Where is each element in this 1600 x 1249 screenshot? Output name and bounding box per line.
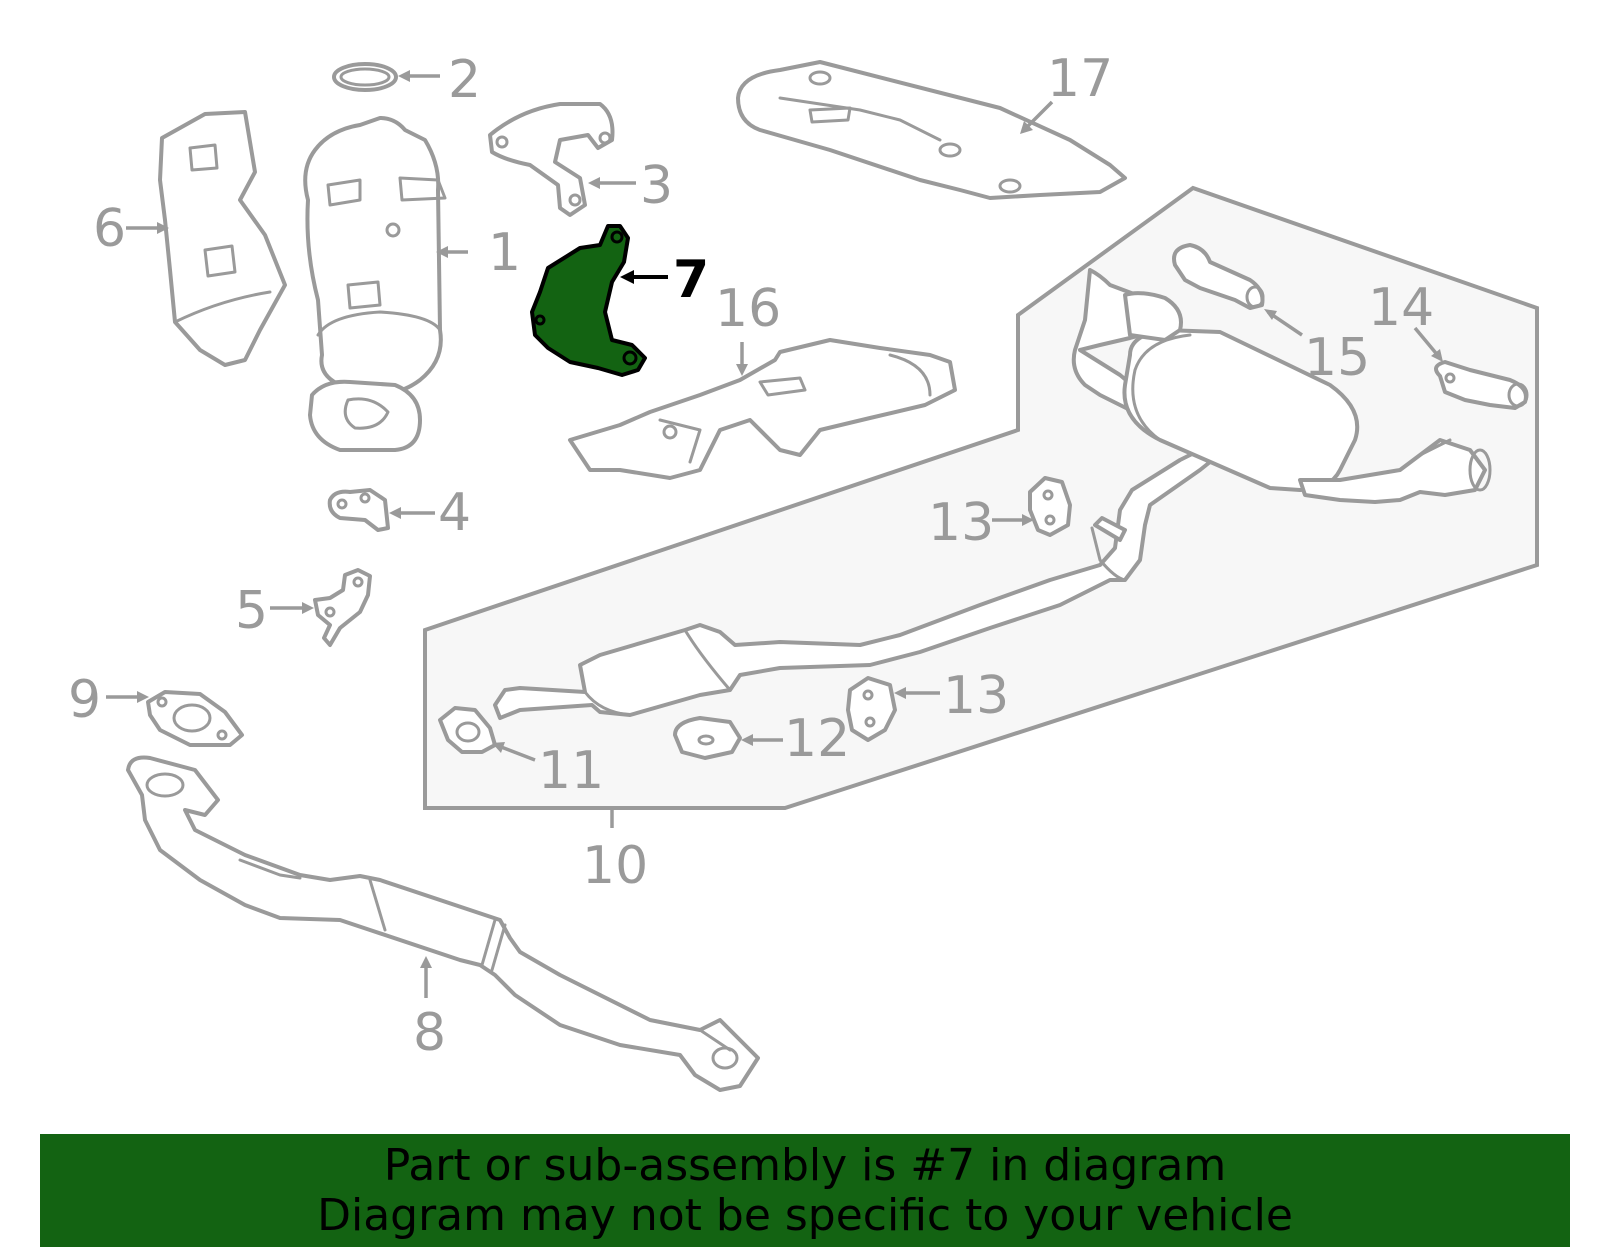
callout-7: 7 (673, 250, 709, 310)
leader-arrows (106, 70, 1443, 998)
callout-8: 8 (413, 1003, 446, 1063)
part-13-hanger-upper[interactable] (1028, 476, 1072, 537)
part-15-tailpipe-tip[interactable] (1172, 243, 1265, 310)
callout-12: 12 (784, 709, 850, 769)
part-13-hanger-lower[interactable] (846, 676, 897, 742)
part-4-bracket[interactable] (327, 488, 390, 532)
part-9-gasket[interactable] (146, 690, 244, 747)
callout-17: 17 (1047, 49, 1113, 109)
part-10-muffler[interactable] (1071, 268, 1492, 504)
part-7-bracket-highlighted[interactable] (530, 224, 647, 377)
part-17-underbody-shield[interactable] (736, 60, 1127, 200)
part-14-tailpipe-tip[interactable] (1434, 360, 1529, 410)
part-5-bracket[interactable] (313, 568, 372, 647)
info-banner: Part or sub-assembly is #7 in diagram Di… (40, 1134, 1570, 1247)
part-1-catalytic-converter[interactable] (303, 116, 447, 452)
callout-10: 10 (582, 836, 648, 896)
callout-13-upper: 13 (928, 493, 994, 553)
part-2-gasket-ring[interactable] (332, 62, 398, 92)
callout-11: 11 (538, 741, 604, 801)
banner-line-2: Diagram may not be specific to your vehi… (317, 1189, 1293, 1241)
callout-1: 1 (488, 223, 521, 283)
part-16-heat-shield[interactable] (568, 338, 957, 480)
callout-9: 9 (68, 670, 101, 730)
callout-14: 14 (1368, 278, 1434, 338)
callout-4: 4 (438, 483, 471, 543)
callout-2: 2 (448, 50, 481, 110)
part-3-bracket[interactable] (488, 102, 615, 217)
callout-16: 16 (715, 279, 781, 339)
callout-13-lower: 13 (943, 666, 1009, 726)
callout-6: 6 (93, 199, 126, 259)
part-12-gasket[interactable] (673, 716, 742, 760)
callout-3: 3 (640, 156, 673, 216)
part-8-front-pipe[interactable] (126, 755, 760, 1092)
callout-5: 5 (235, 581, 268, 641)
callout-15: 15 (1304, 328, 1370, 388)
part-6-heat-shield[interactable] (158, 110, 287, 367)
banner-line-1: Part or sub-assembly is #7 in diagram (383, 1139, 1227, 1191)
